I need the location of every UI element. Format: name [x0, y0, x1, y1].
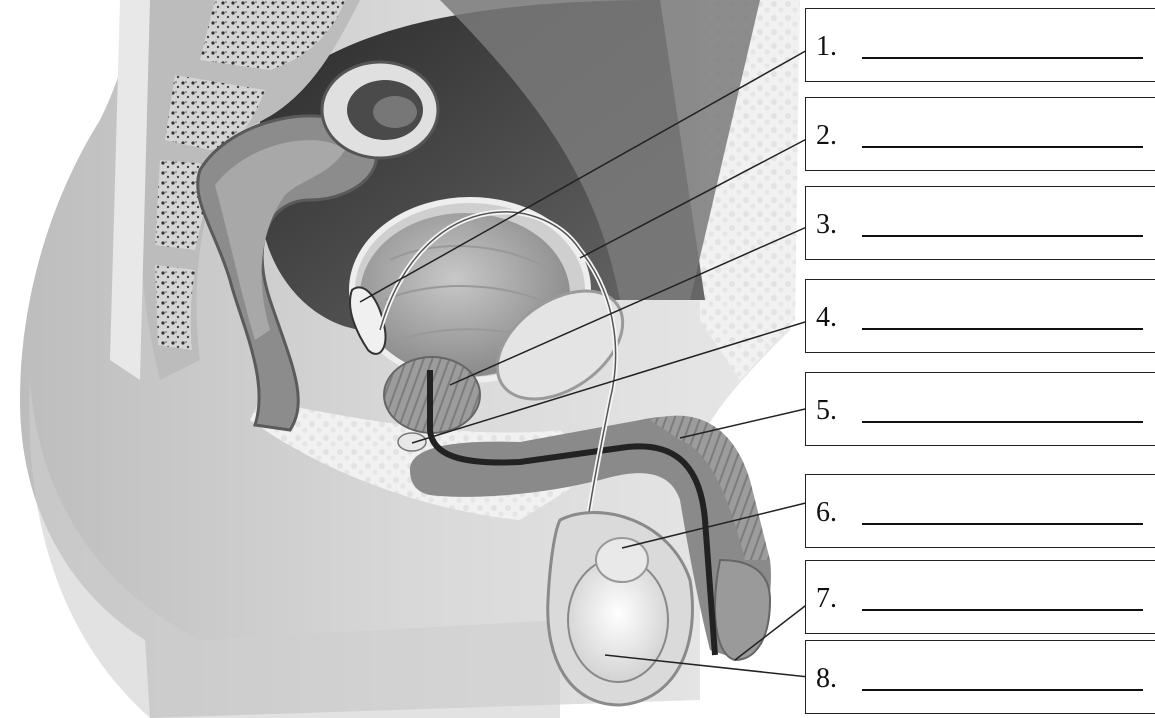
bulbourethral-gland: [398, 433, 426, 451]
label-number: 6.: [816, 499, 837, 527]
sigmoid-colon: [322, 62, 438, 158]
label-number: 4.: [816, 304, 837, 332]
answer-blank[interactable]: [862, 57, 1143, 59]
label-box-4: 4.: [805, 279, 1155, 353]
label-box-5: 5.: [805, 372, 1155, 446]
answer-blank[interactable]: [862, 146, 1143, 148]
label-box-3: 3.: [805, 186, 1155, 260]
label-number: 8.: [816, 665, 837, 693]
label-number: 2.: [816, 122, 837, 150]
answer-blank[interactable]: [862, 235, 1143, 237]
label-number: 3.: [816, 211, 837, 239]
answer-blank[interactable]: [862, 523, 1143, 525]
label-number: 7.: [816, 585, 837, 613]
label-box-7: 7.: [805, 560, 1155, 634]
label-box-8: 8.: [805, 640, 1155, 714]
answer-blank[interactable]: [862, 609, 1143, 611]
label-box-1: 1.: [805, 8, 1155, 82]
label-box-6: 6.: [805, 474, 1155, 548]
answer-blank[interactable]: [862, 328, 1143, 330]
answer-blank[interactable]: [862, 421, 1143, 423]
epididymis: [596, 538, 648, 582]
label-box-2: 2.: [805, 97, 1155, 171]
answer-blank[interactable]: [862, 689, 1143, 691]
label-number: 1.: [816, 33, 837, 61]
label-number: 5.: [816, 397, 837, 425]
